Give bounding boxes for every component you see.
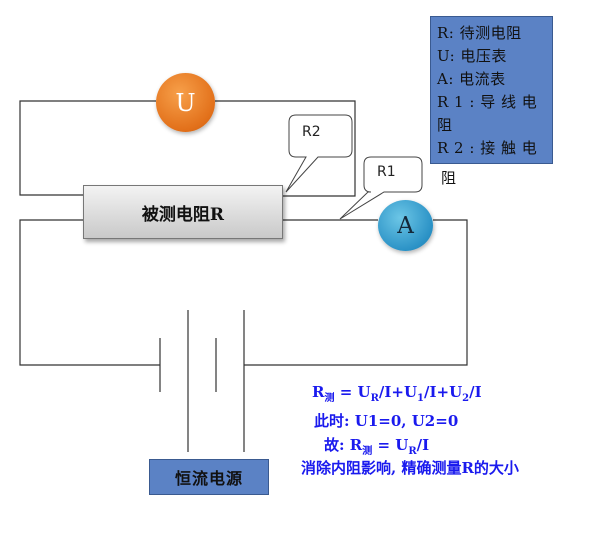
formula-sub: R bbox=[408, 446, 417, 457]
formula-line-4: 消除内阻影响, 精确测量R的大小 bbox=[301, 459, 519, 477]
test-resistor: 被测电阻R bbox=[83, 185, 283, 239]
formula-sub: 测 bbox=[324, 393, 335, 404]
formula-sub: 1 bbox=[417, 393, 424, 404]
legend-line: R 2 : 接 触 电 bbox=[437, 139, 538, 157]
voltmeter-wire bbox=[19, 100, 156, 196]
ammeter-label: A bbox=[397, 212, 414, 239]
formula-part: /I+U bbox=[378, 383, 418, 401]
source-label: 恒流电源 bbox=[174, 469, 243, 488]
legend-overflow-line: 阻 bbox=[441, 169, 457, 187]
formula-part: 故: R bbox=[324, 436, 363, 454]
formula-line-1: R测 = UR/I+U1/I+U2/I bbox=[312, 383, 482, 404]
formula-sub: R bbox=[370, 393, 379, 404]
legend-line: A: 电流表 bbox=[437, 70, 506, 88]
voltmeter-U: U bbox=[156, 73, 215, 132]
constant-current-source: 恒流电源 bbox=[149, 459, 269, 495]
test-resistor-label: 被测电阻R bbox=[141, 204, 225, 225]
wire-ammeter-right bbox=[244, 219, 468, 366]
wire-resistor-left bbox=[19, 219, 160, 366]
legend-line: 阻 bbox=[437, 116, 453, 134]
legend-box: R: 待测电阻 U: 电压表 A: 电流表 R 1 : 导 线 电 阻 R 2 … bbox=[430, 16, 553, 187]
formula-sub: 2 bbox=[462, 393, 470, 404]
formula-part: /I bbox=[416, 436, 430, 454]
formula-line-3: 故: R测 = UR/I bbox=[324, 434, 429, 457]
voltmeter-label: U bbox=[175, 88, 196, 117]
legend-line: U: 电压表 bbox=[437, 47, 507, 65]
voltmeter-wire-right bbox=[215, 100, 356, 197]
formula-r: R bbox=[312, 383, 325, 401]
formula-sub: 测 bbox=[362, 446, 373, 457]
formula-line-2: 此时: U1=0, U2=0 bbox=[314, 412, 459, 430]
legend-line: R 1 : 导 线 电 bbox=[437, 93, 538, 111]
callout-r2-label: R2 bbox=[302, 124, 321, 140]
callout-r2-bubble bbox=[285, 114, 353, 193]
ammeter-A: A bbox=[378, 200, 433, 251]
formula-part: = U bbox=[334, 383, 371, 401]
formula-part: = U bbox=[372, 436, 409, 454]
callout-r1-bubble bbox=[339, 156, 423, 220]
callout-r1-label: R1 bbox=[377, 164, 396, 180]
formula-part: /I+U bbox=[424, 383, 463, 401]
legend-line: R: 待测电阻 bbox=[437, 24, 522, 42]
formula-part: /I bbox=[469, 383, 482, 401]
